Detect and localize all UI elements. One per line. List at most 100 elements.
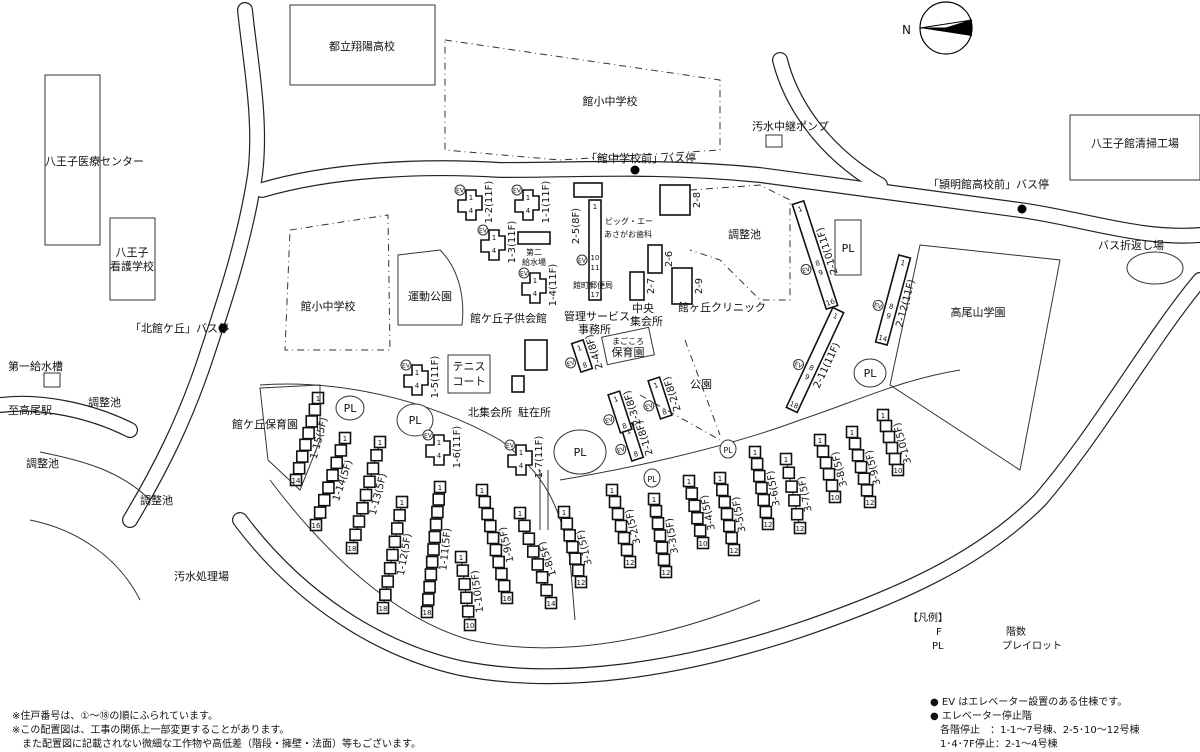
unit-block [651, 517, 665, 530]
unit-block [891, 463, 905, 477]
label: テニス [453, 360, 486, 373]
unit-block [851, 449, 865, 462]
unit-block [370, 448, 383, 462]
building-label: 1-5(11F) [430, 356, 441, 399]
unit-number: 1 [881, 412, 885, 420]
ev-label: EV [793, 361, 804, 371]
unit-block [879, 419, 893, 433]
unit-block [500, 591, 514, 605]
ev-icon [422, 429, 434, 441]
building [671, 267, 693, 305]
unit-block [563, 529, 576, 542]
unit-number: 18 [379, 605, 388, 613]
unit-block [688, 499, 701, 513]
unit-block [317, 493, 331, 507]
unit-number: 8 [814, 259, 821, 268]
unit-number: 12 [866, 499, 875, 507]
unit-block [531, 558, 545, 571]
unit-number: 1 [519, 449, 523, 457]
unit-number: 12 [577, 579, 586, 587]
unit-number: 8 [582, 361, 589, 370]
label: ビッグ・エー [605, 216, 653, 226]
unit-block [349, 528, 362, 542]
ev-label: EV [644, 402, 655, 411]
unit-block [393, 508, 406, 522]
unit-number: 17 [591, 291, 600, 299]
legend-key: F [936, 627, 942, 638]
ev-label: EV [578, 258, 587, 265]
unit-block [420, 605, 434, 619]
unit-block [295, 450, 309, 463]
building [629, 271, 645, 301]
unit-number: 8 [621, 422, 628, 431]
ev-icon [518, 267, 530, 279]
label: 調整池 [26, 456, 59, 470]
ev-label: EV [520, 271, 529, 278]
unit-block [345, 541, 359, 555]
label: 都立翔陽高校 [329, 39, 395, 53]
unit-block [718, 495, 731, 509]
toritsu-shoyo-school [289, 4, 436, 86]
unit-number: 8 [661, 408, 668, 417]
bus-stops: 「館中学校前」バス停 「頴明館高校前」バス停 「北館ケ丘」バス停 [130, 151, 1049, 335]
unit-block [456, 564, 470, 577]
unit-number: 1 [400, 499, 404, 507]
unit-block [395, 495, 409, 509]
building-label: 1-7(11F) [534, 436, 545, 479]
unit-block [313, 506, 327, 519]
unit-block [753, 469, 766, 483]
unit-number: 11 [591, 264, 600, 272]
unit-block [779, 452, 793, 466]
slab-outline [647, 376, 673, 420]
note: また配置図に記載されない微細な工作物や高低差（階段・擁壁・法面）等もございます。 [12, 739, 421, 750]
label: 館ヶ丘クリニック [678, 300, 766, 314]
building-label: 2-9 [694, 278, 705, 294]
unit-number: 9 [885, 312, 891, 321]
unit-number: 1 [562, 509, 566, 517]
unit-block [326, 468, 339, 482]
ev-label: EV [424, 433, 433, 440]
unit-block [657, 553, 671, 567]
ev-label: EV [873, 302, 883, 311]
slab-outline [874, 254, 912, 346]
unit-block [489, 543, 503, 557]
unit-block [373, 435, 387, 449]
bus-stop-icon [630, 165, 640, 175]
bus-stop-label: 「頴明館高校前」バス停 [928, 177, 1049, 191]
unit-block [620, 543, 634, 557]
unit-block [376, 601, 390, 615]
unit-block [383, 561, 397, 575]
tower-outline [480, 229, 506, 261]
unit-number: 1 [438, 484, 442, 492]
bus-stop-icon [1017, 204, 1027, 214]
unit-block [299, 438, 312, 452]
playlot-label: PL [864, 367, 878, 380]
unit-number: 1 [593, 203, 597, 211]
label: 管理サービス [564, 309, 630, 323]
unit-block [425, 555, 439, 569]
ev-icon [565, 357, 577, 369]
label: 館小中学校 [301, 299, 356, 313]
unit-block [611, 507, 625, 521]
unit-block [461, 605, 475, 618]
unit-block [761, 517, 775, 531]
unit-number: 10 [591, 254, 600, 262]
unit-block [757, 493, 770, 507]
unit-block [463, 618, 477, 632]
unit-number: 1 [526, 194, 530, 202]
slab-outline [785, 306, 845, 414]
ev-label: EV [604, 416, 615, 425]
label: 調整池 [140, 493, 173, 507]
ev-icon [615, 443, 627, 455]
unit-number: 1 [480, 487, 484, 495]
unit-block [475, 483, 489, 497]
unit-block [381, 575, 395, 588]
